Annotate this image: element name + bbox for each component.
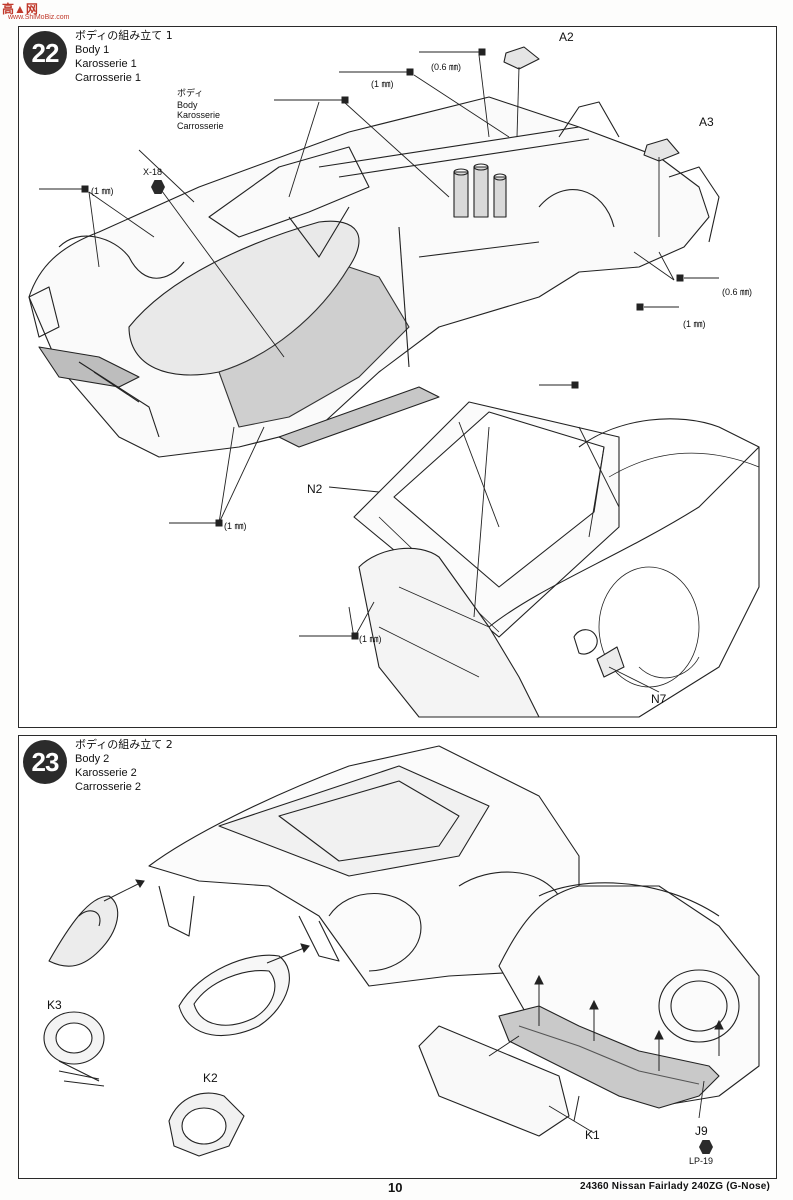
hex-part-marker-icon xyxy=(699,1140,713,1154)
callout-ja: ボディ xyxy=(177,89,204,99)
part-label-a2: A2 xyxy=(559,30,574,44)
part-label-j9: J9 xyxy=(695,1124,708,1138)
part-label-k2: K2 xyxy=(203,1071,218,1085)
page-number: 10 xyxy=(388,1180,403,1195)
step-title-ja: ボディの組み立て 2 xyxy=(75,738,173,751)
screw-dim-6: (1 ㎜) xyxy=(224,521,247,531)
callout-fr: Carrosserie xyxy=(177,120,224,131)
callout-en: Body xyxy=(177,99,198,110)
hex-part-marker-icon xyxy=(151,180,165,194)
step-23-panel: 23 ボディの組み立て 2 Body 2 Karosserie 2 Carros… xyxy=(18,735,777,1179)
part-label-x18: X-18 xyxy=(143,167,163,177)
callout-de: Karosserie xyxy=(177,110,221,120)
step-title-block: ボディの組み立て 1 Body 1 Karosserie 1 Carrosser… xyxy=(75,29,173,85)
part-label-n7: N7 xyxy=(651,692,667,706)
front-nose-illustration xyxy=(43,745,760,1157)
step-title-fr: Carrosserie 2 xyxy=(75,781,142,793)
part-label-lp19: LP-19 xyxy=(689,1156,714,1166)
body-callout: ボディ Body Karosserie Carrosserie xyxy=(177,89,224,131)
part-label-k3: K3 xyxy=(47,998,62,1012)
step-title-fr: Carrosserie 1 xyxy=(75,72,142,84)
screw-dim-4: (0.6 ㎜) xyxy=(722,287,753,297)
watermark-logo: 高▲网 xyxy=(2,2,38,16)
step-title-block: ボディの組み立て 2 Body 2 Karosserie 2 Carrosser… xyxy=(75,738,173,794)
step-title-en: Body 1 xyxy=(75,44,110,56)
screw-dim-7: (1 ㎜) xyxy=(359,634,382,644)
screw-dim-1: (0.6 ㎜) xyxy=(431,62,462,72)
step-title-de: Karosserie 1 xyxy=(75,58,137,70)
screw-dim-2: (1 ㎜) xyxy=(371,79,394,89)
screw-dim-3: (1 ㎜) xyxy=(91,186,114,196)
kit-code: 24360 Nissan Fairlady 240ZG (G-Nose) xyxy=(580,1181,771,1192)
step-22-panel: 22 ボディの組み立て 1 Body 1 Karosserie 1 Carros… xyxy=(18,26,777,728)
part-label-a3: A3 xyxy=(699,115,714,129)
watermark-url: www.ShiMoBiz.com xyxy=(8,14,70,21)
step-title-en: Body 2 xyxy=(75,753,110,765)
part-label-k1: K1 xyxy=(585,1128,600,1142)
step-title-de: Karosserie 2 xyxy=(75,767,137,779)
screw-dim-5: (1 ㎜) xyxy=(683,319,706,329)
step-number-badge: 23 xyxy=(23,740,67,784)
part-label-n2: N2 xyxy=(307,482,323,496)
step-title-ja: ボディの組み立て 1 xyxy=(75,29,173,42)
step-number-badge: 22 xyxy=(23,31,67,75)
body-assembly-illustration xyxy=(28,46,760,718)
